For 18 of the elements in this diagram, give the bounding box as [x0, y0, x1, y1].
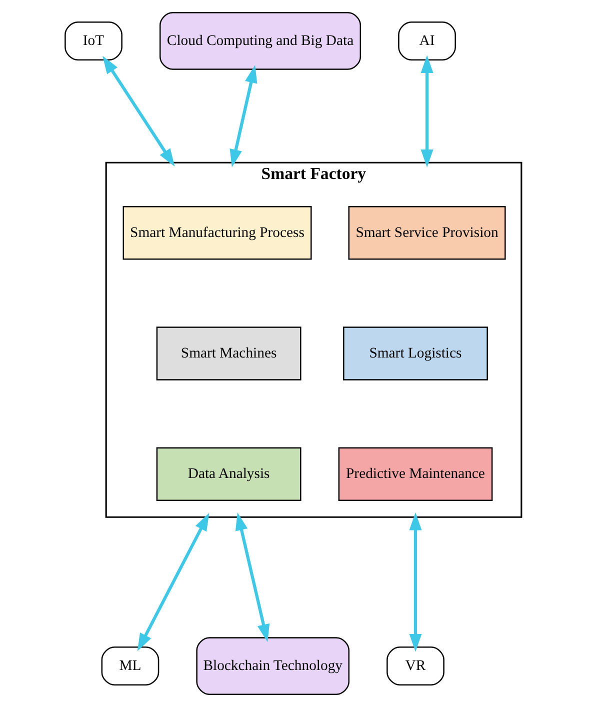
node-box: Smart Machines	[156, 326, 302, 380]
arrow	[137, 512, 210, 652]
node-box: AI	[398, 21, 456, 60]
node-box: Blockchain Technology	[196, 637, 350, 695]
arrow	[420, 55, 434, 168]
node-box: Cloud Computing and Big Data	[159, 12, 362, 70]
node-box: ML	[101, 646, 160, 686]
node-box: Smart Manufacturing Process	[122, 206, 312, 260]
node-box: Smart Service Provision	[348, 206, 506, 260]
arrow	[235, 512, 270, 642]
arrow	[102, 56, 175, 167]
arrow	[409, 512, 422, 652]
node-box: IoT	[64, 21, 122, 60]
node-box: Smart Logistics	[343, 326, 488, 380]
node-box: VR	[386, 646, 444, 686]
node-box: Predictive Maintenance	[338, 447, 493, 501]
node-box: Data Analysis	[156, 447, 302, 501]
arrow	[230, 64, 258, 168]
